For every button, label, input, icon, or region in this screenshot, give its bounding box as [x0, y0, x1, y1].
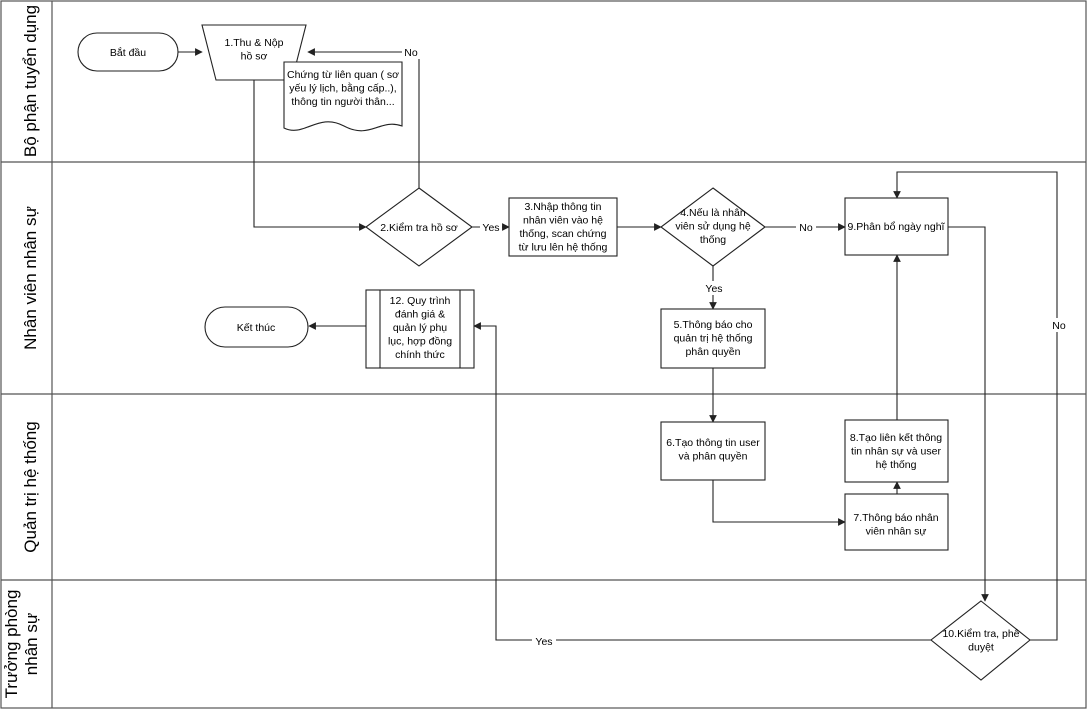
end-node: Kết thúc — [204, 306, 309, 348]
step12-node-label-line-5: chính thức — [395, 349, 445, 361]
edge-label-step2-no: No — [404, 47, 418, 59]
edge-labels: No Yes No Yes No Yes — [402, 45, 1067, 648]
step10-node: 10.Kiểm tra, phê duyệt — [930, 600, 1031, 681]
step6-node-label: 6.Tạo thông tin user và phân quyền — [666, 437, 760, 463]
step3-node-label-line-1: 3.Nhập thông tin — [524, 201, 601, 213]
documents-node-label-line-1: Chứng từ liên quan ( sơ — [287, 69, 399, 81]
lane-label-system-admin-line-1: Quản trị hệ thống — [21, 421, 40, 552]
edge-label-step10-yes: Yes — [535, 636, 552, 648]
step9-node: 9.Phân bổ ngày nghĩ — [844, 197, 949, 256]
connectors — [178, 48, 1058, 641]
step7-node-label-line-2: viên nhân sự — [866, 526, 927, 538]
lane-label-hr-staff-line-1: Nhân viên nhân sự — [21, 206, 40, 350]
step12-node-label-line-4: lục, hợp đồng — [388, 336, 452, 348]
step8-node-label-line-3: hệ thống — [876, 459, 917, 471]
step3-node-label-line-2: nhân viên vào hệ — [523, 215, 603, 227]
edge-step6-to-step7 — [712, 480, 846, 526]
step2-node-label-line-1: 2.Kiểm tra hồ sơ — [380, 222, 458, 234]
step6-node-label-line-2: và phân quyền — [679, 451, 748, 463]
step10-node-label: 10.Kiểm tra, phê duyệt — [942, 628, 1019, 654]
lane-label-hr-manager: Trưởng phòngnhân sự — [2, 590, 41, 699]
documents-node-label-line-2: yếu lý lịch, bằng cấp..), — [289, 82, 396, 95]
edge-step10-no-to-step9 — [893, 171, 1058, 641]
step7-node-label-line-1: 7.Thông báo nhân — [853, 512, 938, 524]
step5-node-label-line-2: quản trị hệ thống — [674, 333, 753, 345]
lane-label-hr-staff: Nhân viên nhân sự — [21, 206, 40, 350]
step3-node-label-line-4: từ lưu lên hệ thống — [519, 242, 608, 254]
end-node-label: Kết thúc — [237, 322, 276, 334]
step5-node-label-line-3: phân quyền — [686, 346, 741, 358]
start-node-label-line-1: Bắt đầu — [110, 46, 146, 59]
edge-label-step4-yes: Yes — [705, 283, 722, 295]
lane-label-system-admin: Quản trị hệ thống — [21, 421, 40, 552]
start-node-label: Bắt đầu — [110, 46, 146, 59]
step12-node-label: 12. Quy trình đánh giá &quản lý phụ lục, h… — [388, 295, 452, 361]
step12-node-label-line-1: 12. Quy trình — [390, 295, 451, 307]
start-node: Bắt đầu — [77, 32, 179, 72]
step4-node-label-line-2: viên sử dụng hệ — [675, 221, 750, 233]
step9-node-label-line-1: 9.Phân bổ ngày nghĩ — [848, 221, 946, 233]
step4-node-label-line-3: thống — [700, 234, 726, 246]
step6-node-label-line-1: 6.Tạo thông tin user — [666, 437, 760, 449]
flow-nodes: Bắt đầu 1.Thu & Nộp hồ sơ Chứng từ liên q… — [77, 24, 1031, 681]
step6-node: 6.Tạo thông tin user và phân quyền — [660, 421, 766, 481]
edge-step10-yes-to-step12 — [473, 322, 931, 641]
edge-label-step2-yes: Yes — [482, 222, 499, 234]
step7-node: 7.Thông báo nhân viên nhân sự — [844, 493, 949, 551]
edge-step9-to-step10 — [948, 226, 989, 602]
step10-node-label-line-1: 10.Kiểm tra, phê — [942, 628, 1019, 640]
step8-node-label-line-2: tin nhân sự và user — [851, 446, 941, 458]
step5-node-label-line-1: 5.Thông báo cho — [674, 319, 753, 331]
step10-node-label-line-2: duyệt — [968, 642, 994, 654]
step9-node-label: 9.Phân bổ ngày nghĩ — [848, 221, 946, 233]
documents-node-label-line-3: thông tin người thân... — [291, 96, 394, 108]
step1-node-label-line-2: hồ sơ — [241, 51, 268, 63]
step1-node-label: 1.Thu & Nộp hồ sơ — [225, 37, 284, 63]
step3-node-label-line-3: thống, scan chứng — [519, 228, 606, 240]
step2-node-label: 2.Kiểm tra hồ sơ — [380, 222, 458, 234]
end-node-label-line-1: Kết thúc — [237, 322, 276, 334]
edge-step1-to-step2 — [253, 80, 367, 231]
step7-node-label: 7.Thông báo nhân viên nhân sự — [853, 512, 938, 538]
step8-node-label-line-1: 8.Tạo liên kết thông — [850, 432, 942, 444]
lane-label-recruitment-line-1: Bộ phận tuyển dụng — [21, 5, 40, 157]
step12-node-label-line-3: quản lý phụ — [393, 322, 447, 334]
step12-node: 12. Quy trình đánh giá &quản lý phụ lục, h… — [365, 289, 475, 369]
step1-node-label-line-1: 1.Thu & Nộp — [225, 37, 284, 49]
lane-label-hr-manager-line-2: nhân sự — [22, 613, 41, 675]
edge-label-step4-no: No — [799, 222, 813, 234]
lane-label-hr-manager-line-1: Trưởng phòng — [2, 590, 21, 699]
lane-label-recruitment: Bộ phận tuyển dụng — [21, 5, 40, 157]
edge-label-step10-no: No — [1052, 320, 1066, 332]
step2-node: 2.Kiểm tra hồ sơ — [365, 187, 473, 267]
step4-node-label-line-1: 4.Nếu là nhân — [680, 207, 746, 219]
step12-node-label-line-2: đánh giá & — [395, 309, 445, 321]
